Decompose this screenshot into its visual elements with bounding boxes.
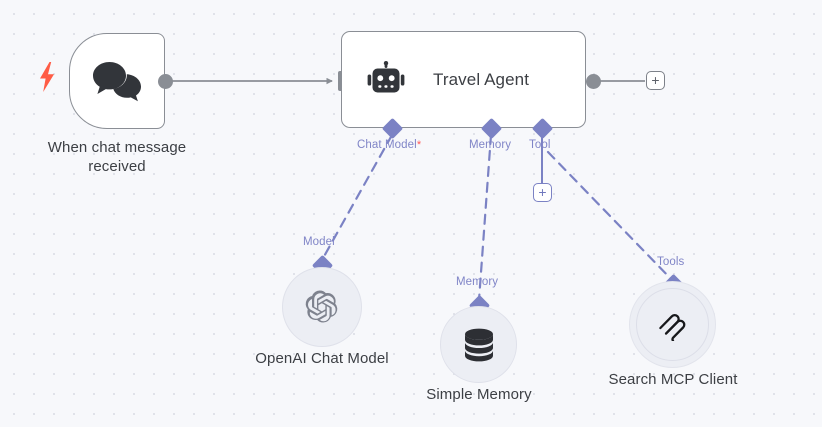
lightning-bolt-icon bbox=[40, 62, 54, 92]
chat-bubbles-icon bbox=[93, 62, 141, 102]
edge-agent-to-mcp-client bbox=[546, 150, 675, 283]
openai-logo-icon bbox=[305, 290, 338, 323]
mcp-inner-ring bbox=[636, 288, 709, 361]
node-openai-chat-model[interactable] bbox=[282, 267, 362, 347]
node-travel-agent[interactable]: Travel Agent bbox=[341, 31, 586, 128]
subnode-port-label-tools: Tools bbox=[657, 256, 685, 268]
subport-text-chat-model: Chat Model bbox=[357, 139, 417, 151]
subnode-port-label-memory: Memory bbox=[456, 276, 499, 288]
trigger-output-port[interactable] bbox=[158, 74, 173, 89]
node-caption-search-mcp-client: Search MCP Client bbox=[608, 371, 738, 388]
node-title-travel-agent: Travel Agent bbox=[433, 69, 530, 89]
add-node-after-agent[interactable]: + bbox=[646, 71, 665, 90]
agent-subport-label-tool: Tool bbox=[529, 139, 551, 151]
plus-icon: + bbox=[538, 184, 547, 200]
agent-subport-label-chat-model: Chat Model* bbox=[357, 139, 421, 151]
required-marker-icon: * bbox=[416, 139, 422, 151]
node-simple-memory[interactable] bbox=[440, 306, 517, 383]
subnode-port-label-model: Model bbox=[303, 236, 335, 248]
node-when-chat-message-received[interactable] bbox=[69, 33, 165, 129]
node-caption-openai-chat-model: OpenAI Chat Model bbox=[255, 350, 389, 367]
node-caption-simple-memory: Simple Memory bbox=[426, 386, 532, 403]
plus-icon: + bbox=[651, 72, 660, 88]
agent-subport-label-memory: Memory bbox=[469, 139, 512, 151]
mcp-logo-icon bbox=[658, 313, 685, 341]
node-caption-chat-trigger: When chat message received bbox=[47, 139, 187, 175]
add-tool-node[interactable]: + bbox=[533, 183, 552, 202]
agent-output-port[interactable] bbox=[586, 74, 601, 89]
database-stack-icon bbox=[464, 328, 493, 361]
node-search-mcp-client[interactable] bbox=[629, 281, 716, 368]
robot-icon bbox=[367, 60, 405, 92]
